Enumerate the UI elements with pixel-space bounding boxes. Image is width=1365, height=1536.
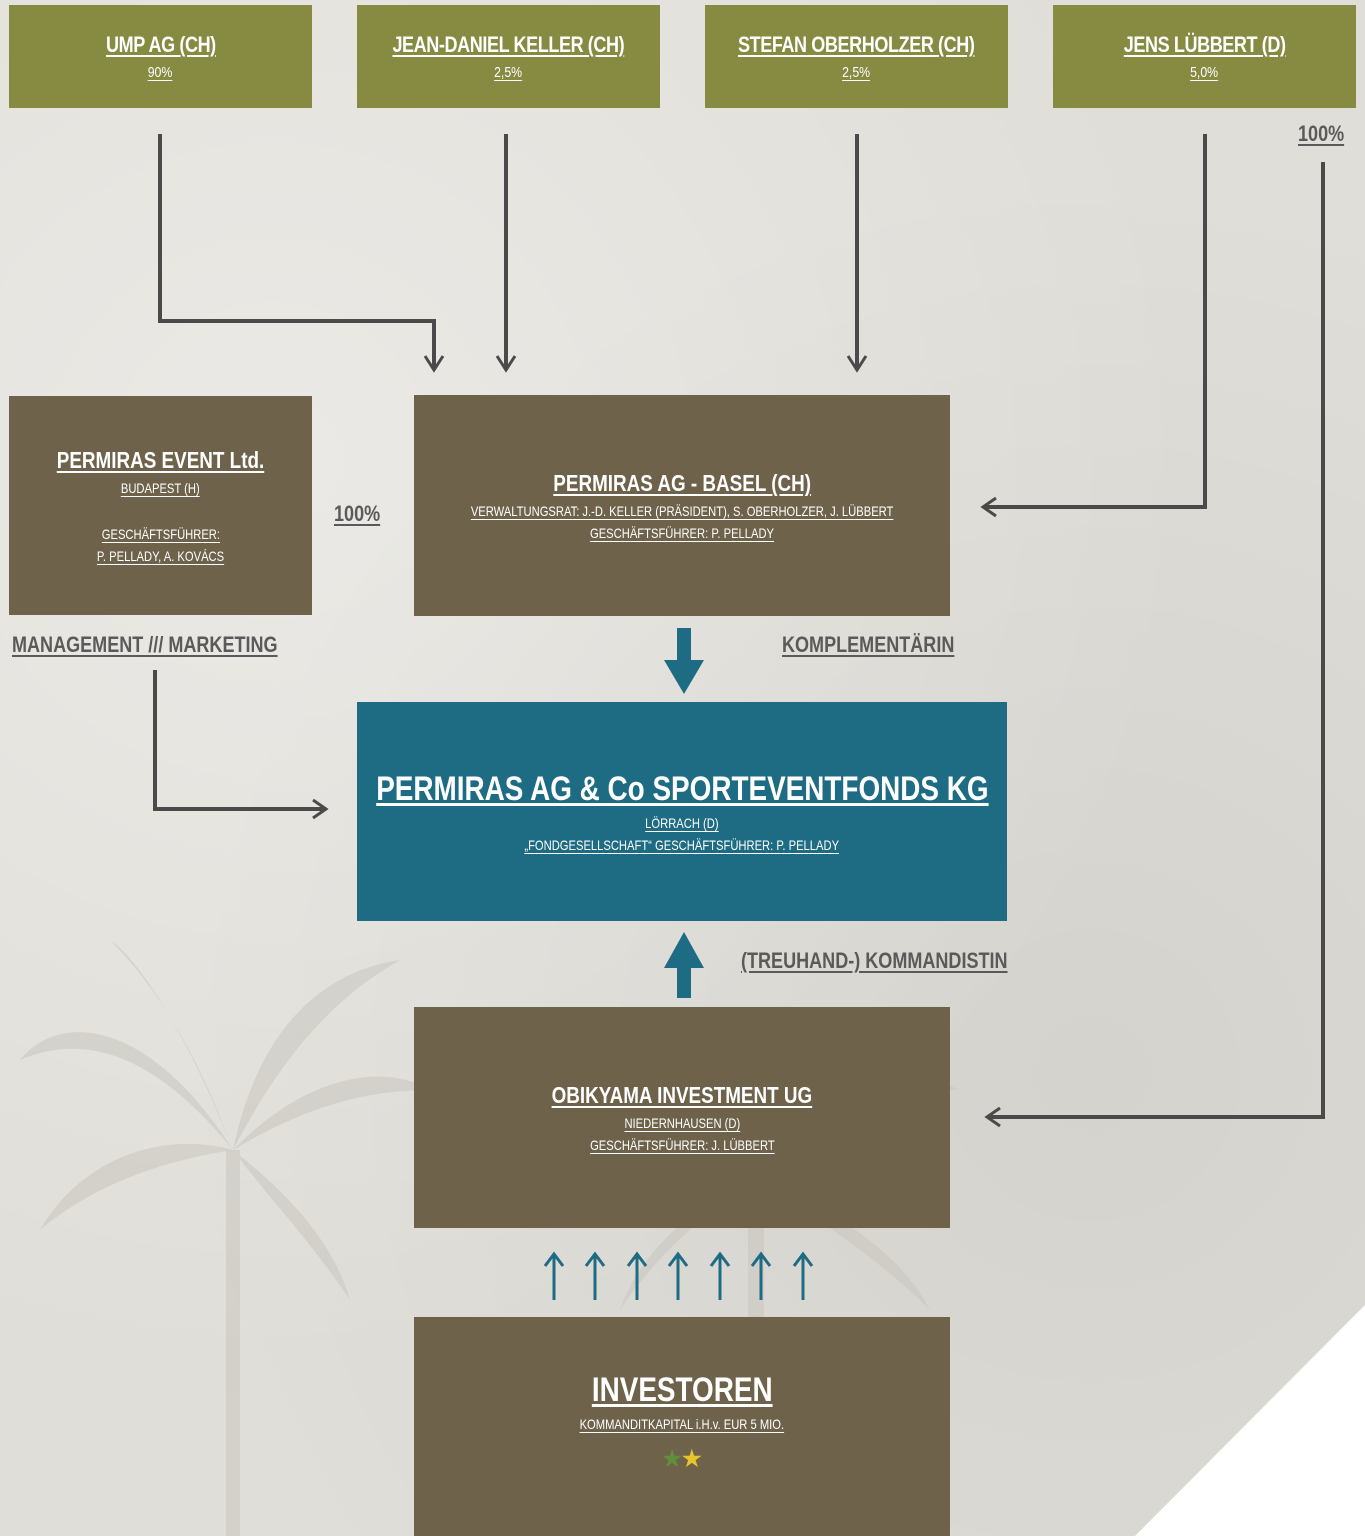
- star-icons: ★★: [662, 1446, 701, 1472]
- obikyama-box[interactable]: OBIKYAMA INVESTMENT UG NIEDERNHAUSEN (D)…: [414, 1007, 950, 1228]
- obikyama-name: OBIKYAMA INVESTMENT UG: [551, 1082, 813, 1108]
- management-marketing-label: MANAGEMENT /// MARKETING: [12, 632, 278, 657]
- shareholder-name: JEAN-DANIEL KELLER (CH): [392, 32, 625, 57]
- obikyama-gf: GESCHÄFTSFÜHRER: J. LÜBBERT: [589, 1137, 775, 1153]
- event-name: PERMIRAS EVENT Ltd.: [56, 447, 265, 473]
- shareholder-name: STEFAN OBERHOLZER (CH): [738, 32, 975, 57]
- permiras-event-box[interactable]: PERMIRAS EVENT Ltd. BUDAPEST (H) GESCHÄF…: [9, 396, 312, 615]
- ag-basel-name: PERMIRAS AG - BASEL (CH): [553, 470, 811, 496]
- investoren-capital: KOMMANDITKAPITAL i.H.v. EUR 5 MIO.: [579, 1416, 785, 1432]
- shareholder-name: JENS LÜBBERT (D): [1123, 32, 1286, 57]
- event-gf-names: P. PELLADY, A. KOVÁCS: [96, 548, 225, 564]
- komplementaerin-label: KOMPLEMENTÄRIN: [782, 632, 955, 657]
- arrow-up-icon: [664, 932, 704, 998]
- ag-basel-gf: GESCHÄFTSFÜHRER: P. PELLADY: [589, 525, 775, 541]
- shareholder-luebbert[interactable]: JENS LÜBBERT (D) 5,0%: [1053, 5, 1356, 108]
- luebbert-obikyama-share-label: 100%: [1298, 121, 1345, 146]
- investoren-box[interactable]: INVESTOREN KOMMANDITKAPITAL i.H.v. EUR 5…: [414, 1317, 950, 1536]
- permiras-ag-basel-box[interactable]: PERMIRAS AG - BASEL (CH) VERWALTUNGSRAT:…: [414, 395, 950, 616]
- shareholder-share: 5,0%: [1190, 64, 1219, 81]
- shareholder-share: 90%: [148, 64, 173, 81]
- arrow-down-icon: [664, 628, 704, 694]
- investor-arrows: [543, 1251, 814, 1300]
- fund-gf: „FONDGESELLSCHAFT“ GESCHÄFTSFÜHRER: P. P…: [524, 837, 840, 853]
- event-share-label: 100%: [334, 501, 381, 526]
- event-gf-label: GESCHÄFTSFÜHRER:: [101, 526, 220, 542]
- shareholder-ump[interactable]: UMP AG (CH) 90%: [9, 5, 312, 108]
- fund-city: LÖRRACH (D): [645, 815, 719, 831]
- star-icon: ★: [682, 1446, 702, 1471]
- obikyama-city: NIEDERNHAUSEN (D): [624, 1115, 740, 1131]
- investoren-name: INVESTOREN: [591, 1371, 773, 1409]
- shareholder-name: UMP AG (CH): [105, 32, 216, 57]
- shareholder-keller[interactable]: JEAN-DANIEL KELLER (CH) 2,5%: [357, 5, 660, 108]
- shareholder-share: 2,5%: [842, 64, 871, 81]
- fund-name: PERMIRAS AG & Co SPORTEVENTFONDS KG: [375, 770, 989, 808]
- fund-box[interactable]: PERMIRAS AG & Co SPORTEVENTFONDS KG LÖRR…: [357, 702, 1007, 921]
- kommanditistin-label: (TREUHAND-) KOMMANDISTIN: [741, 948, 1008, 973]
- star-icon: ★: [662, 1446, 682, 1471]
- shareholder-share: 2,5%: [494, 64, 523, 81]
- ag-basel-board: VERWALTUNGSRAT: J.-D. KELLER (PRÄSIDENT)…: [470, 503, 894, 519]
- event-city: BUDAPEST (H): [121, 480, 200, 496]
- shareholder-oberholzer[interactable]: STEFAN OBERHOLZER (CH) 2,5%: [705, 5, 1008, 108]
